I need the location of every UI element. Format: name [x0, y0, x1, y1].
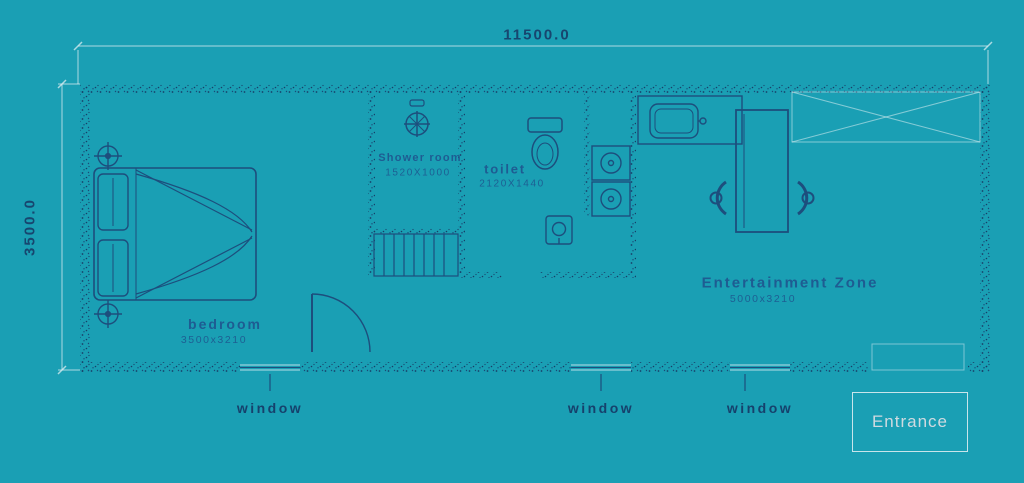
blanket-fold: [135, 168, 253, 300]
wall-toilet-bottom: [540, 272, 636, 278]
wall-bottom: [790, 362, 868, 372]
wall-toilet-right: [584, 90, 590, 216]
wall-bottom: [80, 362, 240, 372]
window-leader-lines: [269, 374, 746, 391]
interior-walls: [368, 90, 636, 278]
bed-icon: [93, 167, 257, 301]
shower-icon: [404, 99, 430, 137]
wall-left: [80, 84, 90, 372]
room-size-toilet: 2120X1440: [479, 178, 545, 190]
window-opening-left: [240, 364, 300, 371]
entrance-label: Entrance: [871, 412, 949, 431]
room-label-shower: Shower room: [378, 152, 462, 164]
toilet-icon: [527, 117, 563, 170]
ceiling-lamp-icon: [94, 142, 122, 170]
window-label-left: window: [236, 400, 304, 416]
window-label-right: window: [726, 400, 794, 416]
pillow-icon: [97, 173, 129, 231]
washer-icon: [591, 145, 631, 217]
hand-sink-icon: [545, 215, 573, 245]
wall-bottom: [300, 362, 571, 372]
wall-bottom: [968, 362, 990, 372]
kitchen-sink-icon: [649, 103, 707, 139]
entrance-box: Entrance: [852, 392, 968, 452]
wall-toilet-bottom: [458, 272, 502, 278]
dimension-width-label: 11500.0: [503, 26, 571, 44]
entrance-landing: [871, 343, 965, 371]
window-label-middle: window: [567, 400, 635, 416]
wall-top: [80, 84, 990, 94]
dimension-line-left: [57, 79, 80, 375]
desk-icon: [735, 109, 789, 233]
room-label-entertainment: Entertainment Zone: [701, 274, 879, 292]
room-label-toilet: toilet: [484, 161, 526, 177]
room-size-shower: 1520X1000: [385, 167, 451, 179]
outer-walls: [80, 84, 990, 372]
dimension-height-label: 3500.0: [21, 198, 39, 256]
wall-right: [980, 84, 990, 372]
ceiling-lamp-icon: [94, 300, 122, 328]
chair-icon: [797, 180, 815, 216]
door-arc-icon: [311, 293, 371, 353]
room-label-bedroom: bedroom: [188, 316, 262, 332]
room-size-entertainment: 5000x3210: [729, 293, 797, 305]
wall-shower-toilet: [458, 90, 465, 276]
stairs-icon: [373, 233, 459, 277]
window-opening-right: [730, 364, 790, 371]
kitchen-counter-icon: [637, 95, 743, 145]
dimension-line-top: [73, 41, 993, 84]
wall-bedroom-shower: [368, 90, 375, 276]
wall-utility-right: [630, 90, 636, 276]
wall-bottom: [631, 362, 730, 372]
chair-icon: [709, 180, 727, 216]
window-openings: [240, 364, 790, 371]
window-opening-middle: [571, 364, 631, 371]
wall-shower-bottom: [368, 228, 465, 234]
pillow-icon: [97, 239, 129, 297]
x-brace-zone: [791, 91, 981, 143]
room-size-bedroom: 3500x3210: [180, 334, 248, 346]
